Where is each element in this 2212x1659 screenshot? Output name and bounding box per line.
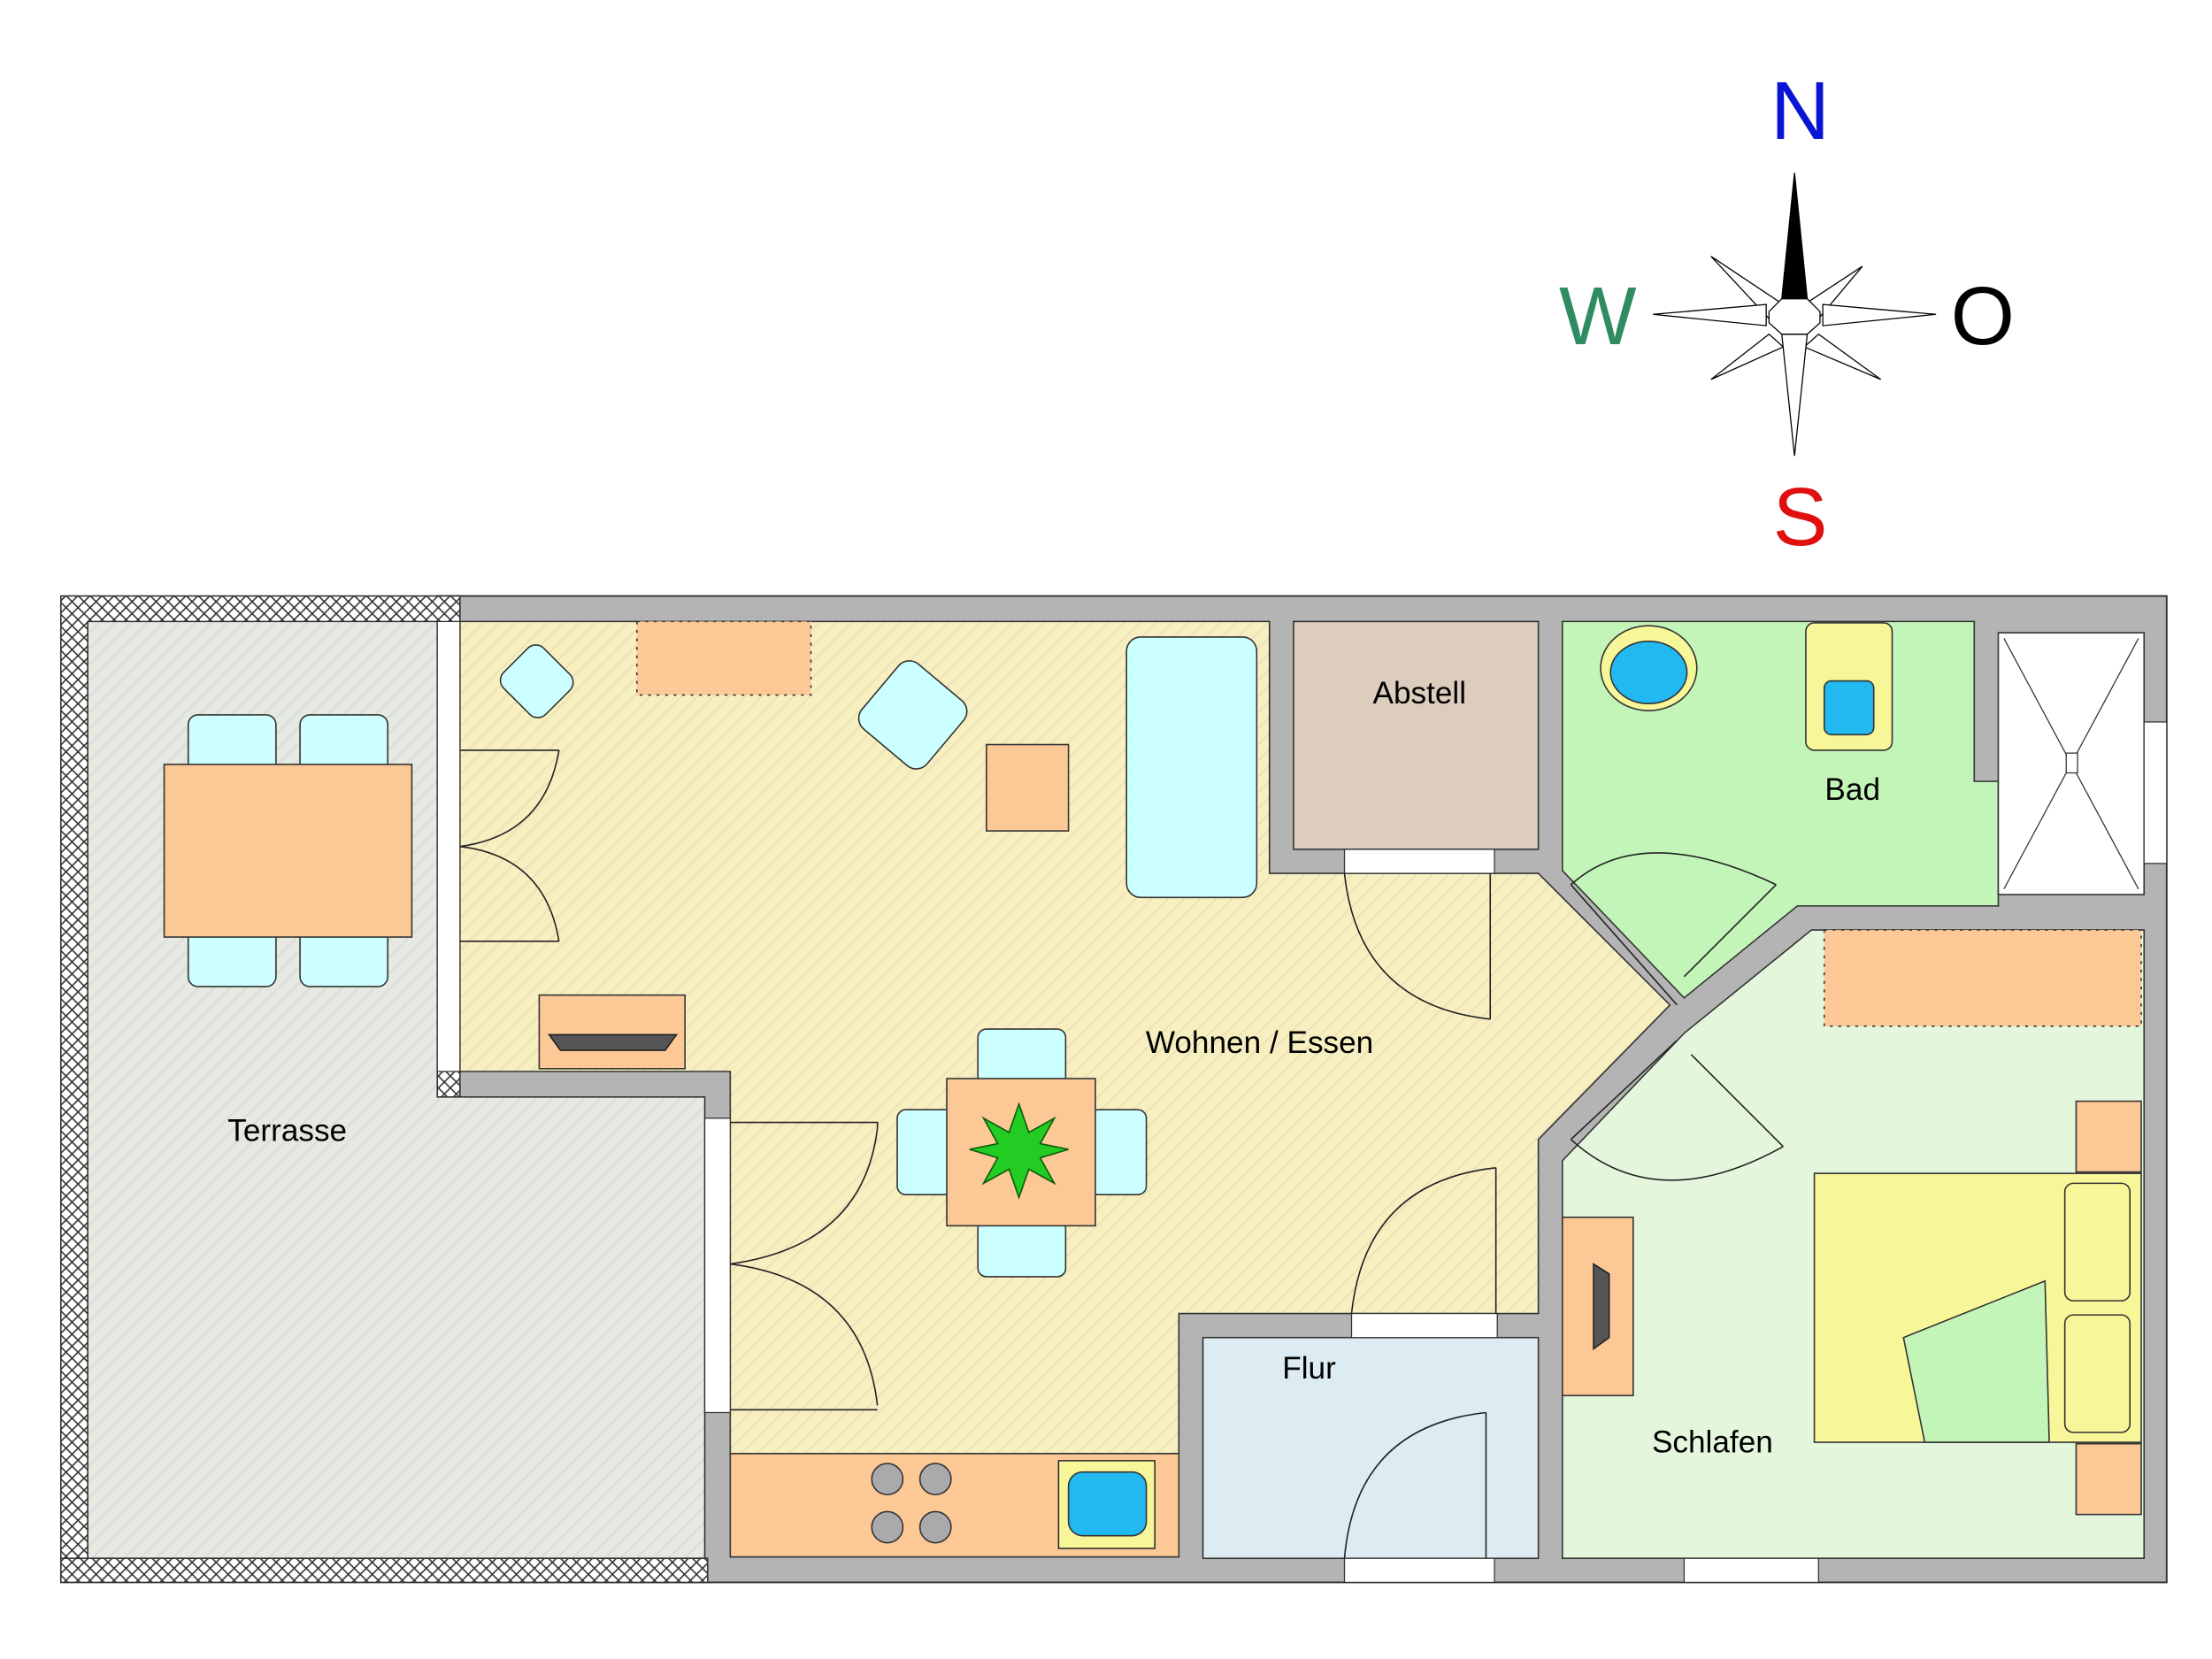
label-bath: Bad: [1824, 772, 1880, 807]
room-hall: [1202, 1336, 1540, 1560]
plant-icon: [969, 1102, 1069, 1200]
label-bedroom: Schlafen: [1652, 1425, 1773, 1459]
compass-rose: N S W O: [1559, 65, 2015, 563]
bedroom-furniture: [1562, 929, 2142, 1516]
wardrobe: [1823, 929, 2142, 1027]
kitchen-counter: [729, 1453, 1180, 1558]
doors: [459, 749, 1784, 1559]
terrace-border-bottom: [59, 1557, 709, 1584]
compass-east: O: [1951, 270, 2015, 362]
bath-fixtures: [1600, 622, 1893, 751]
terrace-dining-set: [163, 714, 413, 987]
tv-icon: [1593, 1263, 1610, 1351]
label-terrace: Terrasse: [227, 1113, 347, 1148]
compass-star-icon: [1653, 173, 1937, 457]
label-storage: Abstell: [1372, 676, 1466, 710]
label-hall: Flur: [1282, 1351, 1336, 1386]
stove-burner-icon: [871, 1510, 904, 1544]
tv-icon: [548, 1033, 679, 1051]
stove-burner-icon: [871, 1463, 904, 1496]
shower-drain-icon: [2003, 638, 2139, 889]
compass-west: W: [1559, 270, 1637, 362]
sofa: [1125, 636, 1258, 899]
living-furniture: [499, 620, 1258, 1278]
room-storage: [1293, 620, 1540, 850]
compass-south: S: [1773, 471, 1828, 563]
openings: [436, 620, 2168, 1584]
stove-burner-icon: [918, 1510, 952, 1544]
compass-north: N: [1770, 65, 1830, 157]
stove-burner-icon: [918, 1463, 952, 1496]
sink-icon: [1067, 1471, 1148, 1537]
label-living: Wohnen / Essen: [1146, 1025, 1373, 1060]
